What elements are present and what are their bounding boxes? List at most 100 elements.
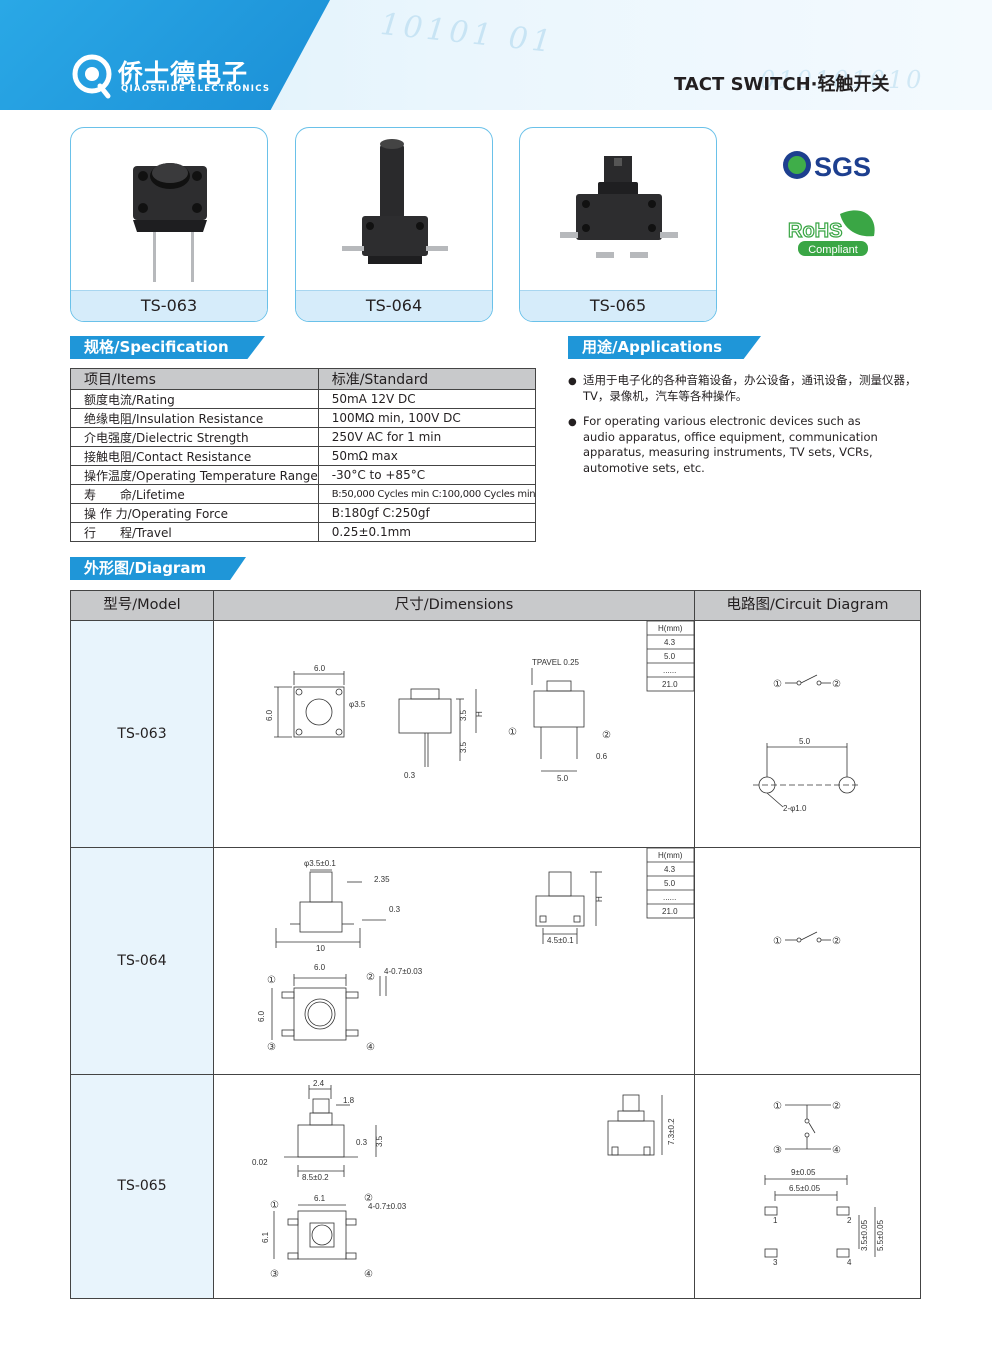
dim-label: 6.0 [314,963,326,972]
rohs-compliant-text: Compliant [808,244,858,256]
dim-label: 4-0.7±0.03 [368,1202,407,1211]
ts063-dimension-drawing: 6.0 6.0 φ3.5 3.5 3.5 H 0.3 TPAVEL 0.25 5… [265,621,694,783]
dim-label: 6.0 [257,1010,266,1022]
dim-label: 2.35 [374,875,390,884]
dim-label: 6.1 [261,1231,270,1243]
dim-label: 6.0 [265,709,274,721]
spec-value: 100MΩ min, 100V DC [317,408,537,428]
pin-marker: ④ [832,1145,841,1156]
spec-item: 寿 命/Lifetime [70,484,319,504]
diagram-col-model: 型号/Model [71,591,214,621]
model-cell-ts063: TS-063 [71,621,214,847]
bullet-icon: ● [568,417,577,428]
dim-label: 3.5±0.05 [860,1219,869,1251]
pin-marker: ② [832,936,841,947]
dim-label: 3.5 [459,741,468,753]
spec-value: B:180gf C:250gf [317,503,537,523]
pin-marker: ③ [773,1145,782,1156]
spec-col-items: 项目/Items [70,368,319,390]
dim-label: H [595,896,604,902]
pin-marker: ① [270,1200,279,1211]
spec-value: 0.25±0.1mm [317,522,537,542]
pin-marker: ② [602,730,611,741]
dim-label: 6.5±0.05 [789,1184,821,1193]
height-value: 4.3 [664,865,676,874]
spec-item: 绝缘电阻/Insulation Resistance [70,408,319,428]
spec-item: 额度电流/Rating [70,389,319,409]
pad-number: 1 [773,1216,778,1225]
dim-label: 5.5±0.05 [876,1219,885,1251]
dim-label: 2-φ1.0 [783,804,807,813]
sgs-logo-icon: SGS [783,151,871,182]
dim-label: 9±0.05 [791,1168,816,1177]
product-card-ts064: TS-064 [295,127,493,322]
spec-item: 操作温度/Operating Temperature Range [70,465,319,485]
spec-value: B:50,000 Cycles min C:100,000 Cycles min [317,484,537,504]
dim-label: 3.5 [375,1135,384,1147]
height-table-header: H(mm) [658,851,683,860]
dim-label: 0.3 [404,771,416,780]
spec-value: 250V AC for 1 min [317,427,537,447]
ts064-photo [342,139,448,264]
list-item: ● For operating various electronic devic… [568,414,923,476]
ts064-circuit-diagram: ① ② [773,931,841,947]
pin-marker: ① [773,1101,782,1112]
dim-label: 5.0 [799,737,811,746]
ts065-photo [560,156,678,258]
pin-marker: ① [508,727,517,738]
height-value: 5.0 [664,879,676,888]
spec-item: 接触电阻/Contact Resistance [70,446,319,466]
header-decor-digits-2: 010101010 [760,66,925,94]
ts065-dimension-drawing: 2.4 1.8 0.3 3.5 0.02 8.5±0.2 7.3±0.2 6.1… [252,1079,676,1280]
spec-col-standard: 标准/Standard [317,368,537,390]
pin-marker: ④ [364,1269,373,1280]
ts064-dimension-drawing: φ3.5±0.1 2.35 0.3 10 H 4.5±0.1 H(mm) 4.3… [257,848,694,1053]
dim-label: 0.6 [596,752,608,761]
rohs-logo-icon: RoHS Compliant [787,210,875,256]
sgs-logo-text: SGS [814,152,871,182]
spec-value: 50mΩ max [317,446,537,466]
diagram-table: 型号/Model 尺寸/Dimensions 电路图/Circuit Diagr… [70,590,921,1299]
pad-number: 3 [773,1258,778,1267]
rohs-logo-text: RoHS [788,220,842,242]
applications-section-heading: 用途/Applications [568,336,761,359]
list-item: ● 适用于电子化的各种音箱设备，办公设备，通讯设备，测量仪器，TV，录像机，汽车… [568,373,923,405]
header-brand-band [0,0,330,110]
application-text-cn: 适用于电子化的各种音箱设备，办公设备，通讯设备，测量仪器，TV，录像机，汽车等各… [583,373,917,403]
header-decor-digits: 10101 01 [378,6,557,61]
pin-marker: ② [366,972,375,983]
dim-label: φ3.5 [349,700,366,709]
height-value: 4.3 [664,638,676,647]
pin-marker: ③ [270,1269,279,1280]
table-row: 操作温度/Operating Temperature Range-30°C to… [70,465,537,485]
product-model-label: TS-065 [520,290,716,321]
height-value: ...... [663,893,676,902]
row-divider [71,847,920,848]
application-text-en: For operating various electronic devices… [583,414,878,475]
spec-value: -30°C to +85°C [317,465,537,485]
brand-name-cn: 侨士德电子 [118,59,249,88]
company-logo-icon [72,54,112,99]
dim-label: 1.8 [343,1096,355,1105]
dim-label: 0.3 [356,1138,368,1147]
spec-value: 50mA 12V DC [317,389,537,409]
diagram-section-heading: 外形图/Diagram [70,557,246,580]
dim-label: H [475,711,484,717]
dim-label: 8.5±0.2 [302,1173,329,1182]
pin-marker: ② [832,1101,841,1112]
height-value: ...... [663,666,676,675]
brand-name-en: QIAOSHIDE ELECTRONICS [121,84,271,94]
dim-label: 0.3 [389,905,401,914]
ts065-circuit-diagram: ① ② ③ ④ 9±0.05 6.5±0.05 1 2 3 4 3.5±0.05… [764,1101,885,1267]
dim-label: 3.5 [459,709,468,721]
spec-table-header: 项目/Items 标准/Standard [70,368,537,390]
height-table-header: H(mm) [658,624,683,633]
ts063-photo [133,163,207,282]
spec-item: 介电强度/Dielectric Strength [70,427,319,447]
product-card-ts065: TS-065 [519,127,717,322]
spec-item: 行 程/Travel [70,522,319,542]
page-title: TACT SWITCH·轻触开关 [674,74,890,95]
product-model-label: TS-063 [71,290,267,321]
dim-label: 10 [316,944,325,953]
pin-marker: ② [364,1193,373,1204]
